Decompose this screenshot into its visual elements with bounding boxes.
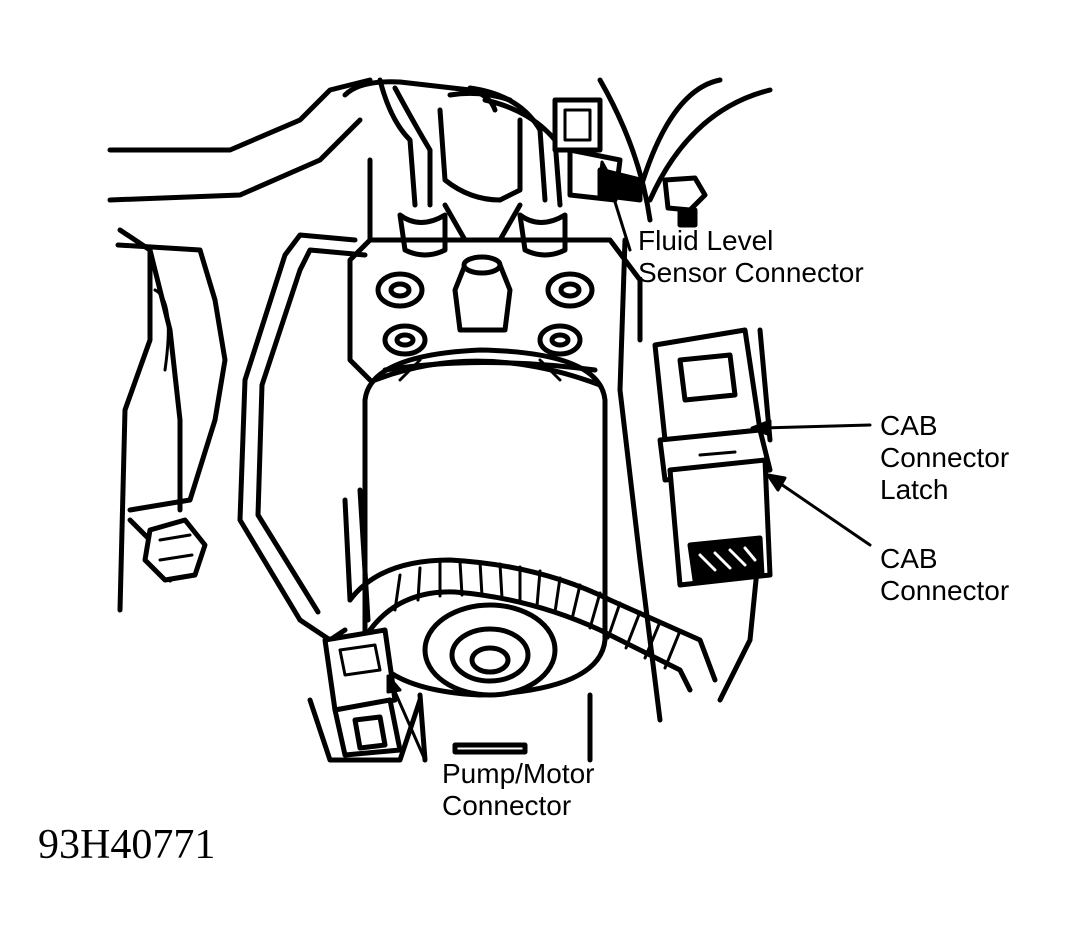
fluid-level-leader — [603, 168, 632, 252]
cab-latch-leader — [758, 423, 872, 430]
pump-connector-leader — [390, 683, 427, 762]
cab-connector-label: CAB Connector — [880, 543, 1009, 607]
leader-lines — [386, 160, 872, 762]
figure-code: 93H40771 — [38, 822, 216, 868]
pump-motor-label-line1: Pump/Motor — [442, 758, 595, 789]
cab-connector-leader — [773, 478, 872, 547]
left-frame — [107, 77, 373, 613]
pump-motor-connector — [307, 627, 423, 763]
fluid-level-label-line1: Fluid Level — [638, 225, 774, 256]
cab-connector — [652, 327, 773, 588]
cab-latch-label-line2: Connector — [880, 442, 1010, 473]
cab-connector-label-line1: CAB — [880, 543, 938, 574]
cab-latch-label: CAB Connector Latch — [880, 410, 1009, 506]
pump-motor-label: Pump/Motor Connector — [442, 758, 595, 822]
fluid-level-label-line2: Sensor Connector — [638, 257, 864, 288]
cab-latch-label-line1: CAB — [880, 410, 938, 441]
cab-connector-label-line2: Connector — [880, 575, 1010, 606]
fluid-level-label: Fluid Level Sensor Connector — [638, 225, 864, 289]
pump-motor-label-line2: Connector — [442, 790, 572, 821]
pump-motor — [362, 347, 608, 763]
wire-harness — [342, 487, 718, 693]
fluid-level-sensor — [552, 97, 643, 203]
cab-latch-label-line3: Latch — [880, 474, 949, 505]
